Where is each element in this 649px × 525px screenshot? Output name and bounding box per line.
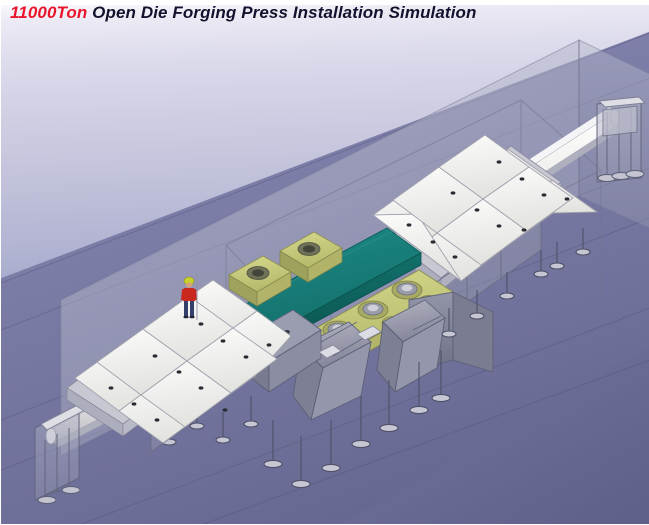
gantry-right xyxy=(596,96,647,183)
left-platform xyxy=(66,279,292,453)
jack-legs xyxy=(161,228,591,489)
olive-blocks xyxy=(228,231,343,307)
left-platform-bolts xyxy=(108,322,272,422)
worker-figure xyxy=(181,276,197,319)
gantry-left xyxy=(34,400,92,504)
title-tonnage: 11000Ton xyxy=(10,3,88,22)
right-platform-bolts xyxy=(406,160,570,259)
title-description: Open Die Forging Press Installation Simu… xyxy=(87,3,477,22)
page-title: 11000Ton Open Die Forging Press Installa… xyxy=(10,3,477,23)
title-band xyxy=(1,0,649,5)
